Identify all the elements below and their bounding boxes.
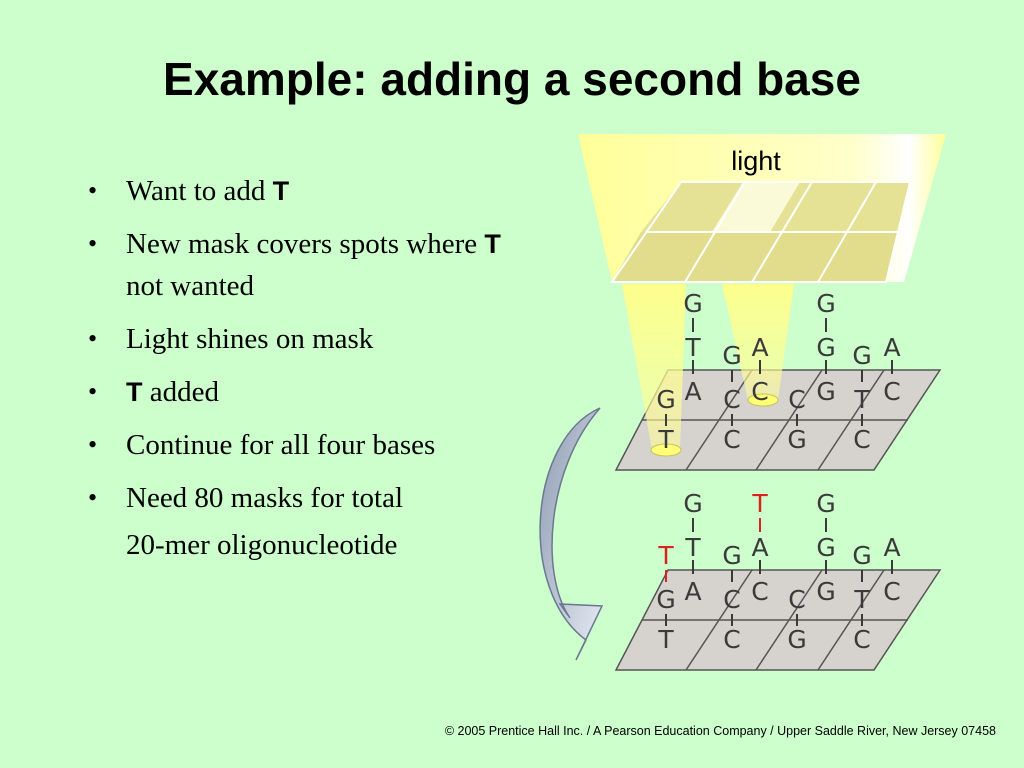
svg-text:G: G bbox=[787, 425, 806, 454]
light-beam bbox=[622, 284, 686, 450]
slide-title: Example: adding a second base bbox=[163, 53, 861, 105]
svg-text:G: G bbox=[656, 585, 675, 614]
svg-text:C: C bbox=[723, 585, 740, 614]
strands-top-back: G T A A C G G G A C bbox=[683, 289, 900, 406]
svg-text:A: A bbox=[684, 377, 701, 406]
svg-text:C: C bbox=[751, 577, 768, 606]
svg-text:C: C bbox=[883, 577, 900, 606]
svg-text:C: C bbox=[723, 425, 740, 454]
light-label: light bbox=[731, 146, 781, 176]
svg-text:G: G bbox=[852, 541, 871, 570]
svg-text:T: T bbox=[657, 625, 674, 654]
svg-text:G: G bbox=[816, 289, 835, 318]
bullet-dot-icon: • bbox=[88, 229, 98, 258]
svg-text:A: A bbox=[883, 333, 900, 362]
svg-text:A: A bbox=[684, 577, 701, 606]
bullet-item: •New mask covers spots where T not wante… bbox=[84, 223, 504, 307]
svg-text:G: G bbox=[816, 377, 835, 406]
svg-text:T: T bbox=[684, 533, 701, 562]
svg-text:G: G bbox=[816, 333, 835, 362]
svg-text:T: T bbox=[657, 425, 674, 454]
svg-text:G: G bbox=[722, 541, 741, 570]
added-base-t: T bbox=[657, 541, 674, 570]
bullet-item: •Want to add T bbox=[84, 170, 504, 212]
bullet-item: •Continue for all four bases bbox=[84, 424, 504, 466]
strands-top-front: G T G C C C G G T C bbox=[656, 341, 871, 454]
svg-text:G: G bbox=[656, 385, 675, 414]
svg-text:C: C bbox=[788, 385, 805, 414]
svg-text:A: A bbox=[751, 533, 768, 562]
svg-text:G: G bbox=[722, 341, 741, 370]
bullet-dot-icon: • bbox=[88, 377, 98, 406]
svg-text:C: C bbox=[723, 385, 740, 414]
added-base-t: T bbox=[751, 489, 768, 518]
svg-text:C: C bbox=[723, 625, 740, 654]
svg-text:G: G bbox=[852, 341, 871, 370]
bullet-dot-icon: • bbox=[88, 324, 98, 353]
svg-text:G: G bbox=[787, 625, 806, 654]
svg-text:G: G bbox=[816, 533, 835, 562]
svg-text:T: T bbox=[853, 385, 870, 414]
bullet-dot-icon: • bbox=[88, 483, 98, 512]
svg-text:C: C bbox=[788, 585, 805, 614]
bullet-dot-icon: • bbox=[88, 176, 98, 205]
svg-text:C: C bbox=[853, 625, 870, 654]
bullet-dot-icon: • bbox=[88, 430, 98, 459]
svg-text:G: G bbox=[683, 489, 702, 518]
bullet-list: •Want to add T •New mask covers spots wh… bbox=[84, 170, 504, 577]
svg-text:G: G bbox=[816, 489, 835, 518]
bullet-item: •T added bbox=[84, 371, 504, 413]
light-beam bbox=[722, 284, 794, 400]
svg-text:C: C bbox=[883, 377, 900, 406]
copyright-footer: © 2005 Prentice Hall Inc. / A Pearson Ed… bbox=[444, 724, 996, 738]
svg-text:T: T bbox=[853, 585, 870, 614]
svg-text:G: G bbox=[816, 577, 835, 606]
svg-text:G: G bbox=[683, 289, 702, 318]
bullet-continuation: 20-mer oligonucleotide bbox=[126, 529, 398, 561]
bullet-item: •Light shines on mask bbox=[84, 318, 504, 360]
svg-text:A: A bbox=[883, 533, 900, 562]
strands-bottom-front: T G T G C C C G G T C bbox=[656, 541, 871, 654]
photomask bbox=[610, 181, 912, 283]
svg-text:C: C bbox=[751, 377, 768, 406]
svg-text:A: A bbox=[751, 333, 768, 362]
svg-text:T: T bbox=[684, 333, 701, 362]
strands-bottom-back: G T A T A C G G G A C bbox=[683, 489, 900, 606]
curved-arrow-icon bbox=[539, 407, 604, 661]
svg-text:C: C bbox=[853, 425, 870, 454]
bullet-item: •Need 80 masks for total bbox=[84, 477, 504, 519]
